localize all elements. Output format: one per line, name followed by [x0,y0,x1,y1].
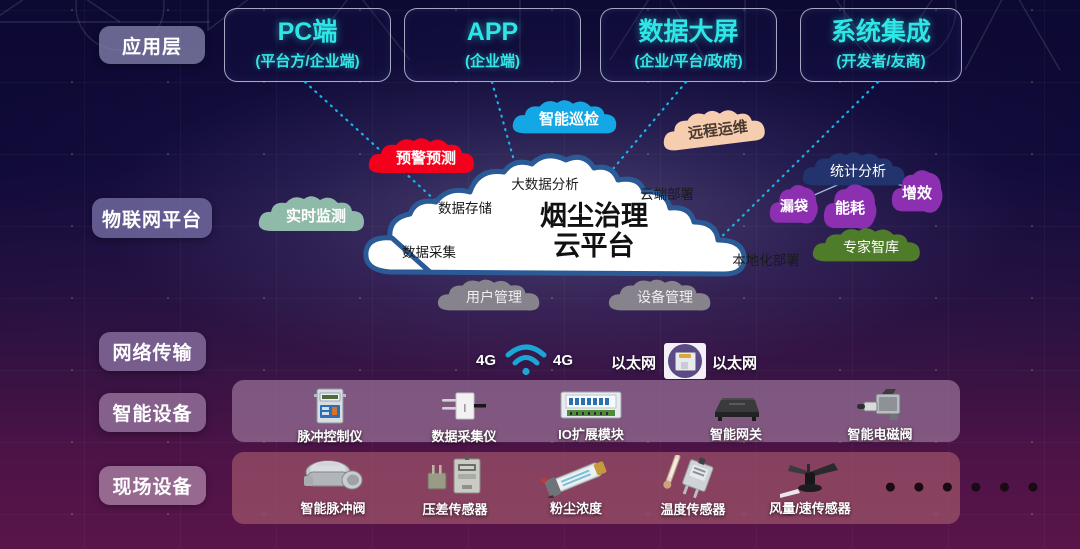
cloud-label: 用户管理 [466,289,522,306]
cloud-shape [608,279,711,311]
cloud-device-management[interactable]: 设备管理 [606,278,724,318]
layer-label: 网络传输 [112,343,193,364]
device-label: 温度传感器 [660,502,726,517]
device-pulse-valve[interactable]: 智能脉冲阀 [278,456,388,517]
app-box-app[interactable]: APP (企业端) [404,8,581,82]
cloud-label: 漏袋 [780,198,808,214]
anemometer-icon [780,463,838,498]
layer-label: 现场设备 [112,477,193,498]
device-label: 粉尘浓度 [549,501,602,516]
device-anemometer[interactable]: 风量/速传感器 [752,456,868,517]
cloud-center-title: 烟尘治理 云平台 [494,198,694,264]
device-label: 智能电磁阀 [847,427,913,442]
app-box-title: PC端 [277,18,338,47]
network-label-4g-right: 4G [553,352,574,369]
cloud-label: 设备管理 [637,289,693,306]
cloud-realtime-monitor[interactable]: 实时监测 [256,196,376,238]
device-data-collector[interactable]: 数据采集仪 [412,388,516,445]
data-collector-icon [442,392,486,420]
network-label-ethernet-left: 以太网 [611,355,657,372]
cloud-expert-think-tank[interactable]: 专家智库 [810,228,932,268]
solenoid-valve-icon [857,389,901,420]
app-box-pc[interactable]: PC端 (平台方/企业端) [224,8,391,82]
cloud-label: 本地化部署 [732,253,800,269]
device-label: 压差传感器 [422,502,488,517]
center-title-line1: 烟尘治理 [540,200,648,231]
network-label-4g-left: 4G [476,352,497,369]
layer-label: 应用层 [121,36,182,58]
device-pulse-controller[interactable]: 脉冲控制仪 [278,386,382,445]
pulse-controller-icon [314,388,346,424]
network-label-ethernet-right: 以太网 [712,355,758,372]
layer-chip-smart-device[interactable]: 智能设备 [99,393,206,432]
app-box-dashboard[interactable]: 数据大屏 (企业/平台/政府) [600,8,777,82]
layer-chip-application[interactable]: 应用层 [99,26,205,64]
ethernet-port-glyph [674,351,696,371]
cloud-label: 预警预测 [395,149,456,167]
pulse-valve-icon [304,460,363,490]
center-title-line2: 云平台 [553,231,635,261]
cloud-label: 智能巡检 [538,110,599,128]
cloud-label: 能耗 [834,199,865,217]
cloud-data-collection[interactable]: 数据采集 [384,240,474,266]
device-label: 智能网关 [709,427,762,442]
cloud-bag-leakage[interactable]: 漏袋 [768,180,820,232]
cloud-label: 实时监测 [285,207,346,225]
cloud-local-deployment[interactable]: 本地化部署 [716,248,816,274]
layer-label: 物联网平台 [101,209,202,231]
ethernet-icon [664,343,706,379]
layer-label: 智能设备 [112,404,193,425]
field-device-more-indicator: ● ● ● ● ● ● [884,475,1045,498]
cloud-label: 数据采集 [402,245,456,261]
cloud-label: 统计分析 [830,163,886,180]
app-box-subtitle: (企业端) [465,52,520,70]
cloud-label: 数据存储 [438,201,492,217]
device-label: IO扩展模块 [558,427,624,442]
app-box-title: APP [466,18,519,47]
app-box-subtitle: (企业/平台/政府) [634,52,743,70]
app-box-subtitle: (平台方/企业端) [255,52,360,70]
layer-chip-iot-platform[interactable]: 物联网平台 [92,198,212,238]
cloud-shape [437,279,540,311]
ethernet-icon-circle [668,344,702,378]
cloud-remote-ops[interactable]: 远程运维 [658,103,778,159]
cloud-label: 大数据分析 [511,177,579,193]
app-box-subtitle: (开发者/友商) [836,52,926,70]
cloud-efficiency-gain[interactable]: 增效 [890,166,944,220]
device-smart-gateway[interactable]: 智能网关 [686,392,786,443]
device-dust-sensor[interactable]: 粉尘浓度 [524,458,628,517]
cloud-label: 专家智库 [843,239,899,256]
cloud-smart-inspection[interactable]: 智能巡检 [510,100,628,140]
app-box-title: 系统集成 [830,18,931,47]
cloud-label: 增效 [901,184,932,202]
app-box-title: 数据大屏 [638,18,739,47]
app-box-system-integration[interactable]: 系统集成 (开发者/友商) [800,8,962,82]
cloud-early-warning[interactable]: 预警预测 [366,138,486,180]
device-pressure-sensor[interactable]: 压差传感器 [400,455,510,518]
device-io-module[interactable]: IO扩展模块 [536,388,646,443]
device-label: 数据采集仪 [431,429,497,444]
layer-chip-field-device[interactable]: 现场设备 [99,466,206,505]
pressure-sensor-icon [427,455,481,494]
device-label: 智能脉冲阀 [300,501,366,516]
device-label: 脉冲控制仪 [297,429,363,444]
wifi-icon [505,344,547,376]
smart-gateway-icon [715,398,759,421]
layer-chip-network[interactable]: 网络传输 [99,332,206,371]
cloud-big-data-analysis[interactable]: 大数据分析 [495,172,595,198]
device-temperature-sensor[interactable]: 温度传感器 [638,455,748,518]
device-solenoid-valve[interactable]: 智能电磁阀 [828,388,932,443]
io-module-icon [560,391,622,419]
cloud-user-management[interactable]: 用户管理 [435,278,553,318]
temperature-sensor-icon [663,455,714,499]
dust-sensor-icon [541,461,607,498]
device-label: 风量/速传感器 [769,501,851,516]
